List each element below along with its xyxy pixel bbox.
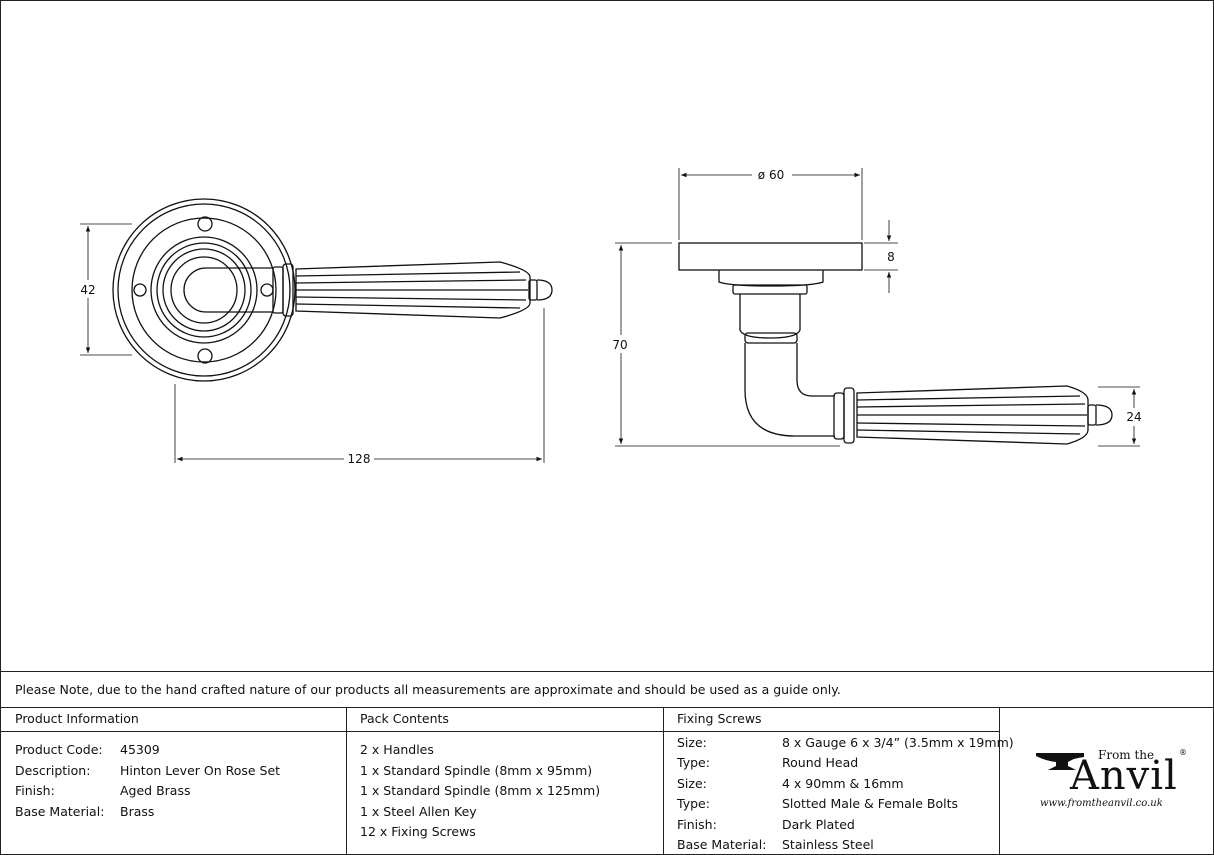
dimension-24: 24 bbox=[1098, 386, 1146, 447]
pack-item: 2 x Handles bbox=[360, 742, 434, 757]
note-divider bbox=[0, 707, 1214, 708]
product-code-label: Product Code: bbox=[15, 742, 103, 757]
rose-side bbox=[678, 242, 863, 271]
screw-material-value: Stainless Steel bbox=[782, 837, 874, 852]
dimension-8: 8 bbox=[864, 220, 898, 293]
side-view bbox=[678, 242, 1113, 445]
anvil-logo: From the ® Anvil www.fromtheanvil.co.uk bbox=[1034, 748, 1194, 818]
info-table: Please Note, due to the hand crafted nat… bbox=[0, 671, 1214, 855]
dim-rose-thickness: 8 bbox=[887, 250, 895, 264]
dim-rose-diameter: ø 60 bbox=[758, 168, 784, 182]
screw-hole-top bbox=[197, 216, 213, 232]
col-divider-2 bbox=[663, 707, 664, 855]
bolt-type-value: Slotted Male & Female Bolts bbox=[782, 796, 959, 811]
pack-item: 12 x Fixing Screws bbox=[360, 824, 476, 839]
logo-url: www.fromtheanvil.co.uk bbox=[1040, 798, 1163, 809]
dim-front-height: 42 bbox=[80, 283, 95, 297]
screw-hole-right bbox=[260, 283, 274, 297]
description-label: Description: bbox=[15, 763, 91, 778]
dimension-diameter-60: ø 60 bbox=[678, 166, 863, 240]
dimension-70: 70 bbox=[608, 242, 840, 447]
finish-value: Aged Brass bbox=[120, 783, 191, 798]
header-divider bbox=[0, 731, 1000, 732]
base-material-label: Base Material: bbox=[15, 804, 105, 819]
dimension-128: 128 bbox=[174, 308, 545, 466]
dim-projection: 70 bbox=[612, 338, 627, 352]
screw-finish-label: Finish: bbox=[677, 817, 717, 832]
col-divider-1 bbox=[346, 707, 347, 855]
pack-contents-heading: Pack Contents bbox=[360, 711, 449, 726]
dim-grip: 24 bbox=[1126, 410, 1141, 424]
screw-hole-left bbox=[133, 283, 147, 297]
screw-size-label: Size: bbox=[677, 735, 707, 750]
rose-front bbox=[112, 198, 296, 382]
description-value: Hinton Lever On Rose Set bbox=[120, 763, 281, 778]
pack-item: 1 x Steel Allen Key bbox=[360, 804, 477, 819]
screw-finish-value: Dark Plated bbox=[782, 817, 855, 832]
product-info-heading: Product Information bbox=[15, 711, 139, 726]
table-top-border bbox=[0, 671, 1214, 672]
lever-front bbox=[183, 261, 553, 319]
bolt-type-label: Type: bbox=[677, 796, 710, 811]
bolt-size-label: Size: bbox=[677, 776, 707, 791]
dimension-42: 42 bbox=[78, 223, 132, 356]
screw-size-value: 8 x Gauge 6 x 3/4” (3.5mm x 19mm) bbox=[782, 735, 1014, 750]
technical-drawing: 42 128 ø 60 bbox=[78, 166, 1146, 466]
bolt-size-value: 4 x 90mm & 16mm bbox=[782, 776, 904, 791]
logo-brand: Anvil bbox=[1070, 753, 1178, 799]
finish-label: Finish: bbox=[15, 783, 55, 798]
pack-item: 1 x Standard Spindle (8mm x 95mm) bbox=[360, 763, 593, 778]
base-material-value: Brass bbox=[120, 804, 155, 819]
measurement-note: Please Note, due to the hand crafted nat… bbox=[15, 682, 841, 697]
anvil-icon bbox=[1036, 753, 1084, 770]
dim-front-length: 128 bbox=[348, 452, 371, 466]
product-code-value: 45309 bbox=[120, 742, 160, 757]
screw-type-value: Round Head bbox=[782, 755, 859, 770]
pack-item: 1 x Standard Spindle (8mm x 125mm) bbox=[360, 783, 601, 798]
screw-hole-bottom bbox=[197, 348, 213, 364]
col-divider-3 bbox=[999, 707, 1000, 855]
logo-from-the: From the bbox=[1098, 748, 1155, 762]
fixing-screws-heading: Fixing Screws bbox=[677, 711, 762, 726]
front-view bbox=[112, 198, 553, 382]
screw-material-label: Base Material: bbox=[677, 837, 767, 852]
screw-type-label: Type: bbox=[677, 755, 710, 770]
logo-registered: ® bbox=[1179, 748, 1187, 757]
